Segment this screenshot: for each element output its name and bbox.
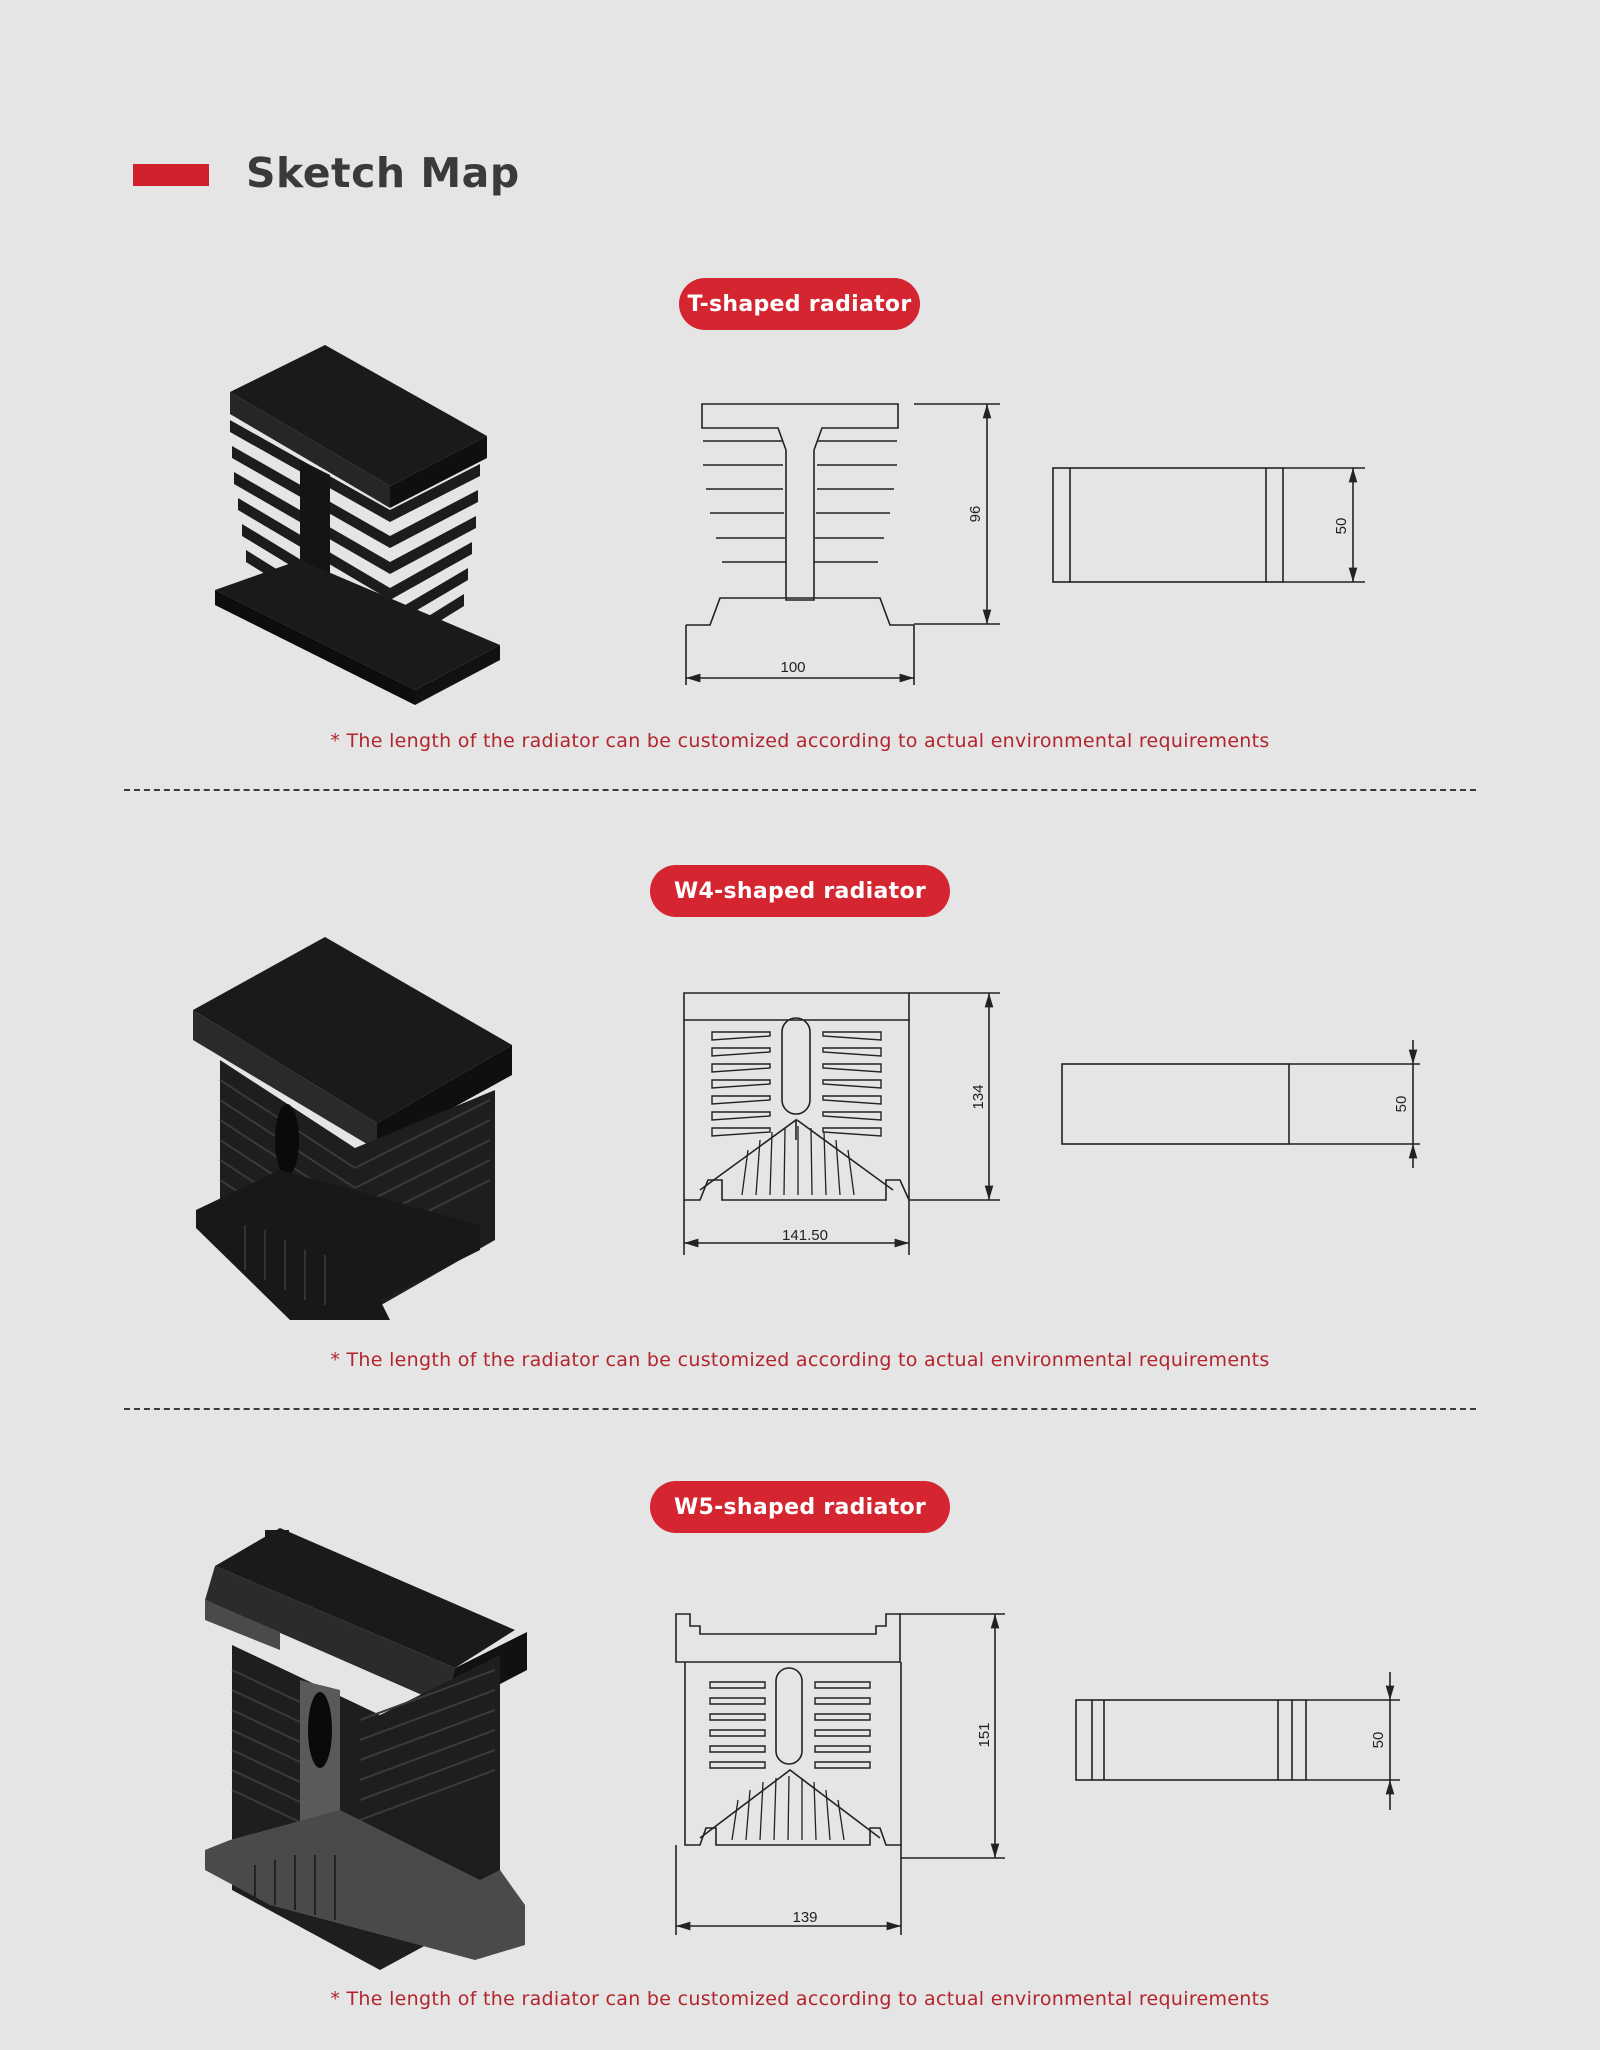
section-2-note: * The length of the radiator can be cust… bbox=[330, 1349, 1270, 1371]
w4-height-dimension: 134 bbox=[970, 1084, 987, 1109]
w5-height-dimension: 151 bbox=[976, 1722, 993, 1747]
w4-shaped-radiator-label: W4-shaped radiator bbox=[650, 865, 950, 917]
title-accent-bar bbox=[133, 164, 209, 186]
t-shaped-radiator-label: T-shaped radiator bbox=[679, 278, 920, 330]
w5-radiator-side-view bbox=[1075, 1672, 1400, 1810]
section-1-note: * The length of the radiator can be cust… bbox=[330, 730, 1270, 752]
w4-side-dimension: 50 bbox=[1393, 1096, 1410, 1113]
w5-radiator-front-view bbox=[675, 1613, 1005, 1935]
t-radiator-3d-image bbox=[215, 345, 500, 705]
section-3-note: * The length of the radiator can be cust… bbox=[330, 1988, 1270, 2010]
t-width-dimension: 100 bbox=[780, 659, 805, 676]
w4-width-dimension: 141.50 bbox=[782, 1227, 828, 1244]
w5-radiator-3d-image bbox=[205, 1528, 527, 1970]
t-side-dimension: 50 bbox=[1333, 518, 1350, 535]
w4-radiator-front-view bbox=[683, 992, 1000, 1255]
section-divider bbox=[124, 1408, 1476, 1410]
w4-radiator-3d-image bbox=[193, 937, 512, 1320]
page-title: Sketch Map bbox=[246, 149, 520, 197]
t-height-dimension: 96 bbox=[967, 506, 984, 523]
t-radiator-front-view bbox=[685, 403, 1000, 685]
section-divider bbox=[124, 789, 1476, 791]
w5-width-dimension: 139 bbox=[792, 1909, 817, 1926]
w5-shaped-radiator-label: W5-shaped radiator bbox=[650, 1481, 950, 1533]
w5-side-dimension: 50 bbox=[1370, 1732, 1387, 1749]
w4-radiator-side-view bbox=[1061, 1040, 1420, 1168]
t-radiator-side-view bbox=[1052, 467, 1365, 583]
